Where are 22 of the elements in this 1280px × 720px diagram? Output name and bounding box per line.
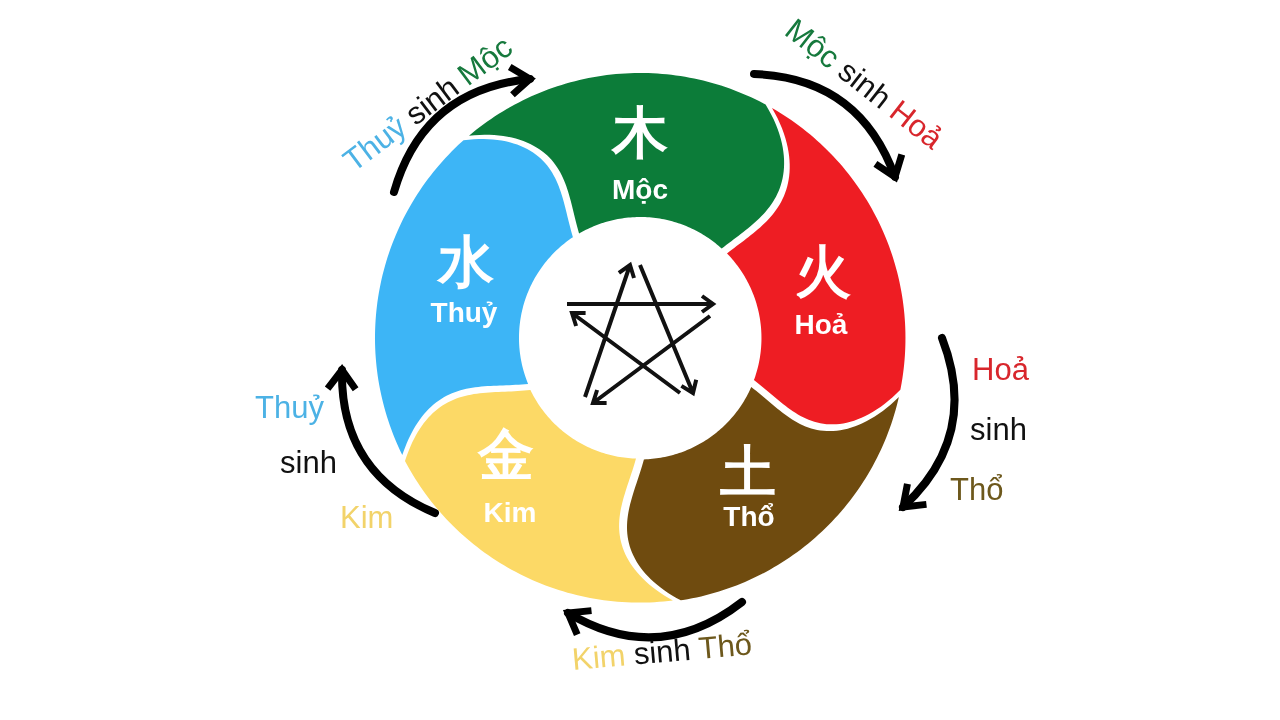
curved-arrow bbox=[324, 366, 439, 517]
name-label: Thổ bbox=[723, 500, 775, 534]
edge-label: Kim sinh Thổ bbox=[570, 626, 754, 678]
character-label: 木 bbox=[612, 105, 668, 161]
name-label: Mộc bbox=[612, 173, 668, 207]
edge-label: Hoả sinh Thổ bbox=[950, 351, 1029, 509]
curved-arrow bbox=[390, 64, 534, 196]
character-label: 土 bbox=[720, 444, 776, 500]
edge-label: Mộc sinh Hoả bbox=[778, 11, 950, 157]
edge-label: Thuỷ sinh Kim bbox=[255, 389, 394, 537]
curved-arrow bbox=[899, 334, 959, 511]
character-label: 水 bbox=[438, 234, 494, 290]
name-label: Thuỷ bbox=[430, 296, 498, 330]
character-label: 火 bbox=[795, 244, 851, 300]
ring-segment bbox=[626, 386, 899, 600]
name-label: Kim bbox=[483, 496, 537, 530]
edge-label: Thuỷ sinh Mộc bbox=[336, 29, 520, 179]
curved-arrow bbox=[564, 598, 746, 642]
name-label: Hoả bbox=[794, 308, 848, 342]
ring-segment bbox=[405, 390, 674, 603]
curved-arrow bbox=[750, 70, 905, 181]
character-label: 金 bbox=[478, 427, 534, 483]
